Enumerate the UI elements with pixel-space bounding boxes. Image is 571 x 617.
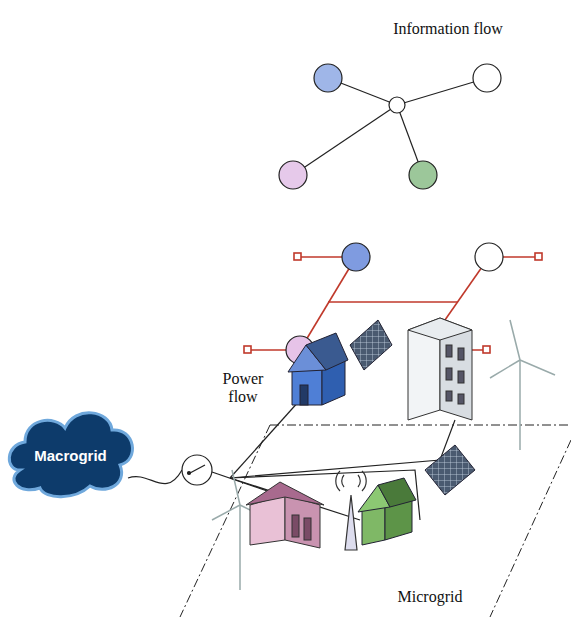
node-label: Information flow <box>373 20 523 38</box>
power-plane: Power flow <box>168 198 571 425</box>
node-label: Macrogrid <box>10 447 131 464</box>
plane-shape <box>168 2 571 240</box>
node-label: Power flow <box>208 370 278 407</box>
information-plane: Information flow <box>168 2 571 240</box>
region-label: Microgrid <box>385 588 475 606</box>
macrogrid-cloud: Macrogrid <box>8 425 133 495</box>
